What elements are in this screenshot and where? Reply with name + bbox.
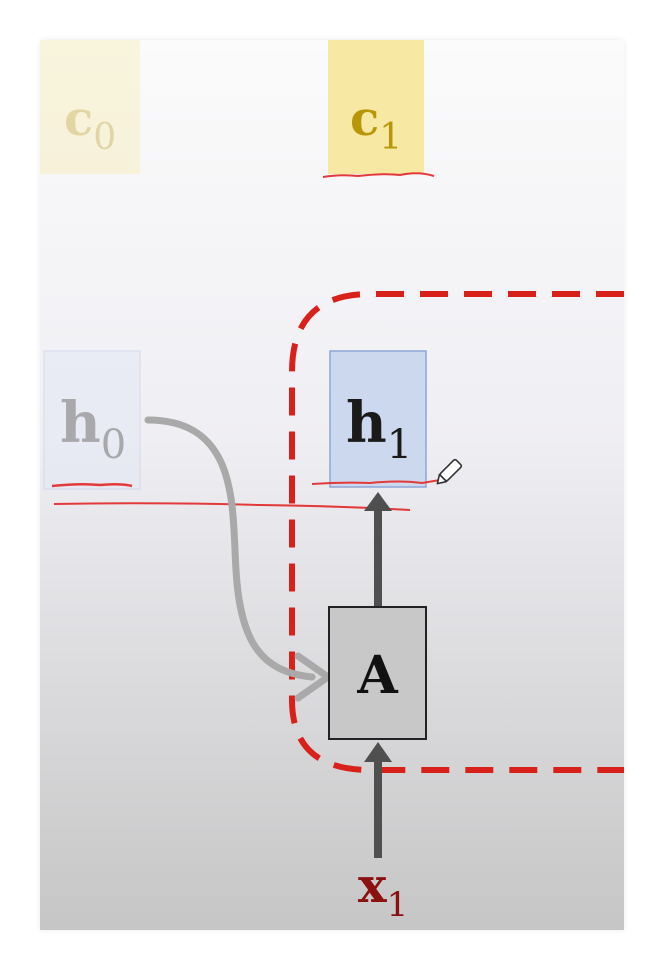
hidden-state-h0: h0 [43,350,141,490]
input-x1-base: x [358,858,387,914]
slide: c0 c1 h0 [40,40,624,930]
cell-state-c0-base: c [64,91,93,147]
h1-underline [311,479,441,485]
cell-state-c1-box [328,40,424,174]
cell-state-c1-base: c [350,91,379,147]
hidden-state-h1-base: h [346,390,387,456]
cell-state-c1-label: c1 [350,91,402,158]
cell-state-c0-box [40,40,140,174]
hidden-state-h1-box [329,350,427,488]
cell-state-c0: c0 [40,40,140,174]
h0-underline [51,482,133,488]
arrow-x1-to-a [364,742,392,858]
cell-a-label: A [356,645,398,706]
lstm-diagram: c0 c1 h0 [40,40,624,930]
cell-state-c1-subscript: 1 [379,117,402,158]
arrow-a-to-h1 [364,492,392,607]
hidden-state-h0-base: h [60,390,101,456]
input-x1-label: x1 [358,858,408,925]
arrow-x1-to-a-head [364,742,392,762]
annotation-line [53,502,411,511]
c1-underline [322,172,435,178]
cell-state-c0-label: c0 [64,91,116,158]
arrow-a-to-h1-head [364,492,392,511]
hidden-state-h0-box [43,350,141,490]
cell-boundary-dashed [289,291,624,773]
hidden-state-h0-label: h0 [60,390,126,468]
cell-a-box [328,606,427,740]
hidden-state-h0-subscript: 0 [101,422,126,468]
hidden-state-h1-label: h1 [346,390,412,468]
cell-state-c0-subscript: 0 [93,117,116,158]
hidden-state-h1: h1 [329,350,427,488]
pencil-icon [436,458,463,485]
cell-state-c1: c1 [322,40,435,178]
cell-a: A [328,606,427,740]
hidden-state-h1-subscript: 1 [387,422,412,468]
input-x1-subscript: 1 [387,885,409,925]
